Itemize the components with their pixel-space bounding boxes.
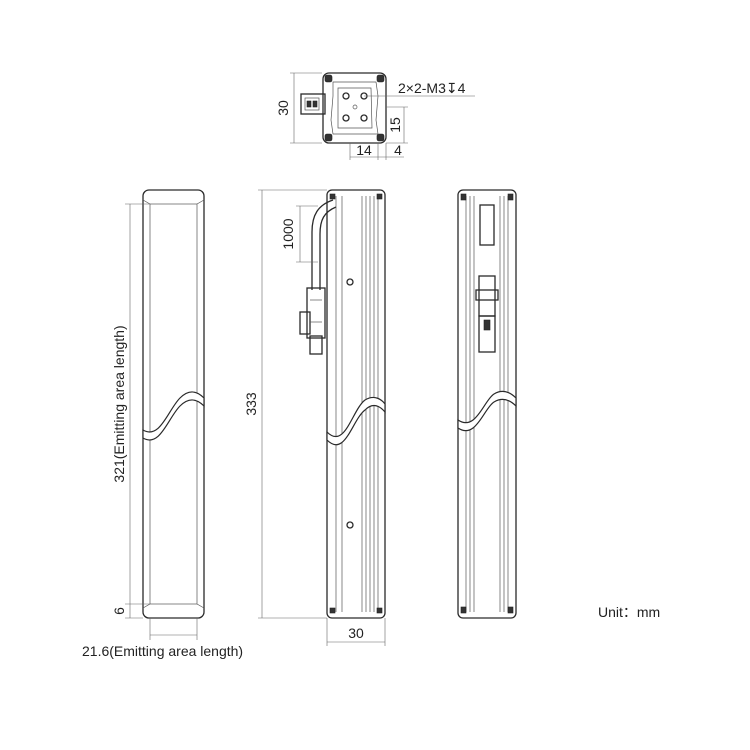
mount-hole-icon xyxy=(342,92,350,100)
edge-offset-label: 4 xyxy=(394,142,402,158)
emitting-area xyxy=(149,203,198,605)
screw-icon xyxy=(346,278,354,286)
front-view: 321(Emitting area length) 6 21.6(Emittin… xyxy=(82,189,243,659)
back-view xyxy=(457,189,517,619)
total-length-label: 333 xyxy=(243,392,259,416)
unit-label: Unit：mm xyxy=(598,604,660,620)
back-connector xyxy=(478,275,496,317)
top-connector xyxy=(300,93,326,115)
top-height-label: 30 xyxy=(275,100,291,116)
side-connector xyxy=(306,287,326,339)
front-body xyxy=(142,189,205,619)
emitting-width-label: 21.6(Emitting area length) xyxy=(82,643,243,659)
end-margin-label: 6 xyxy=(111,607,127,615)
break-line xyxy=(142,391,205,441)
depth-symbol-icon: ↧ xyxy=(446,80,458,96)
hole-callout: 2×2-M3↧4 xyxy=(398,80,466,96)
hole-offset-x-label: 14 xyxy=(356,142,372,158)
emitting-length-label: 321(Emitting area length) xyxy=(111,325,127,482)
cable xyxy=(311,199,334,290)
hole-offset-y-label: 15 xyxy=(387,117,403,133)
cable-length-label: 1000 xyxy=(280,218,296,249)
top-body xyxy=(322,72,387,144)
screw-icon xyxy=(346,521,354,529)
back-cable xyxy=(479,204,495,246)
mount-hole-icon xyxy=(342,114,350,122)
mount-hole-icon xyxy=(360,114,368,122)
top-view: 30 2×2-M3↧4 15 14 4 xyxy=(275,72,475,160)
side-view: 1000 333 30 xyxy=(243,189,386,646)
width-label: 30 xyxy=(348,625,364,641)
